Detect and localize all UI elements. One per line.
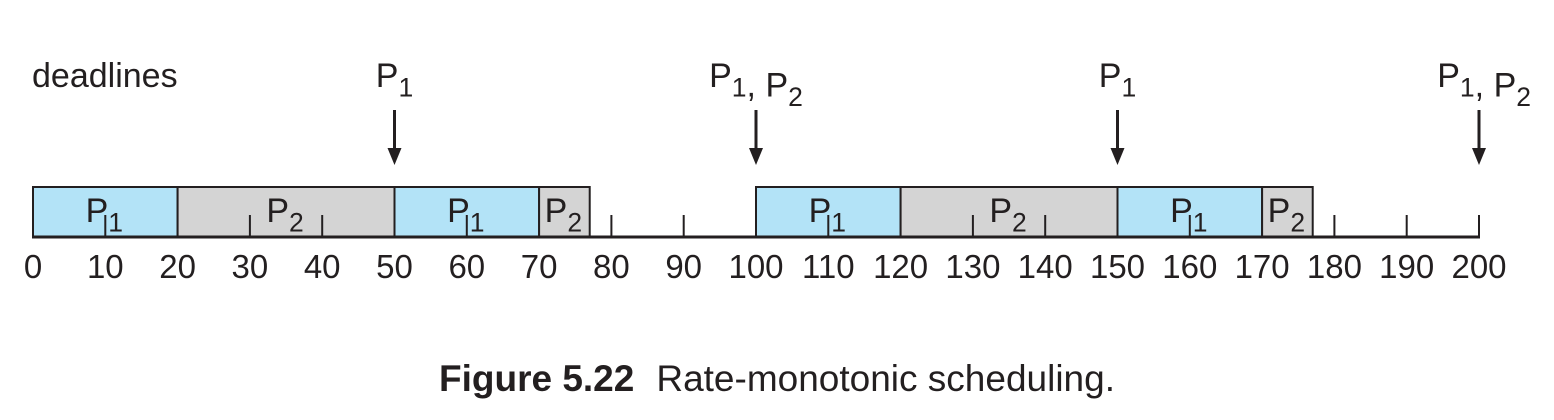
segment-label: P2 xyxy=(545,192,582,238)
segment-box xyxy=(899,186,1119,238)
deadline-arrow-head xyxy=(387,148,402,165)
deadline-label: P1, P2 xyxy=(1437,57,1531,112)
deadline-label-subscript: 1 xyxy=(1121,73,1136,103)
deadline-label-text: P xyxy=(709,57,732,95)
deadline-label-text: , P xyxy=(747,67,789,105)
axis-tick-label: 160 xyxy=(1162,248,1217,285)
axis-tick-labels: 0 10 20 30 40 50 60 70 80 90 100 110 120 130 140 150 160… xyxy=(24,248,1507,285)
deadline-label: P1 xyxy=(376,57,413,103)
deadline-label: P1, P2 xyxy=(709,57,803,112)
segment-label: P1 xyxy=(447,192,484,238)
segment-box xyxy=(1261,186,1314,238)
axis-tick-label: 150 xyxy=(1090,248,1145,285)
segment-label-subscript: 1 xyxy=(470,208,485,238)
deadlines-label: deadlines xyxy=(32,57,178,95)
deadline-marker: P1 xyxy=(376,57,413,165)
deadline-label-subscript: 2 xyxy=(1516,82,1531,112)
deadline-marker: P1 xyxy=(1099,57,1136,165)
deadline-label-subscript: 1 xyxy=(1460,73,1475,103)
segment-p2: P2 xyxy=(1261,186,1314,238)
axis-tick-label: 120 xyxy=(873,248,928,285)
segment-label-subscript: 1 xyxy=(831,208,846,238)
segment-label-subscript: 2 xyxy=(567,208,582,238)
segment-label: P2 xyxy=(989,192,1026,238)
segment-label-subscript: 1 xyxy=(1193,208,1208,238)
axis-tick-label: 100 xyxy=(728,248,783,285)
segment-label-subscript: 2 xyxy=(289,208,304,238)
segment-label-subscript: 2 xyxy=(1290,208,1305,238)
segment-label: P2 xyxy=(1268,192,1305,238)
deadline-arrow-head xyxy=(749,148,763,165)
deadline-label-text: P xyxy=(1099,57,1122,95)
axis-tick-label: 90 xyxy=(665,248,702,285)
deadline-marker: P1, P2 xyxy=(1437,57,1531,165)
segment-label-text: P xyxy=(809,192,832,230)
axis-tick-label: 0 xyxy=(24,248,42,285)
segment-label: P1 xyxy=(86,192,123,238)
axis-tick-label: 130 xyxy=(945,248,1000,285)
segment-p2: P2 xyxy=(176,186,396,238)
deadline-label-text: , P xyxy=(1475,67,1517,105)
deadline-marker: P1, P2 xyxy=(709,57,803,165)
axis-tick-label: 180 xyxy=(1307,248,1362,285)
deadline-arrow-head xyxy=(1472,148,1486,165)
axis-tick-label: 110 xyxy=(802,248,855,285)
figure-title: Rate-monotonic scheduling. xyxy=(656,358,1115,399)
segment-box xyxy=(538,186,591,238)
axis-tick-label: 10 xyxy=(87,248,124,285)
deadline-label-subscript: 2 xyxy=(788,82,803,112)
axis-tick-label: 200 xyxy=(1451,248,1506,285)
axis-tick-label: 80 xyxy=(593,248,630,285)
axis-tick-label: 140 xyxy=(1018,248,1073,285)
deadline-label-text: P xyxy=(1437,57,1460,95)
deadline-label-subscript: 1 xyxy=(732,73,747,103)
axis-tick-label: 50 xyxy=(376,248,413,285)
segment-label-subscript: 2 xyxy=(1012,208,1027,238)
axis-tick-label: 40 xyxy=(304,248,341,285)
axis-tick-label: 60 xyxy=(448,248,485,285)
axis-tick-label: 70 xyxy=(521,248,558,285)
segment-label-text: P xyxy=(1170,192,1193,230)
deadline-arrow-head xyxy=(1110,148,1125,165)
segment-label: P1 xyxy=(809,192,846,238)
segment-label: P1 xyxy=(1170,192,1207,238)
segment-p2: P2 xyxy=(899,186,1119,238)
axis-tick-label: 30 xyxy=(232,248,269,285)
figure-number: Figure 5.22 xyxy=(438,358,635,399)
deadline-label: P1 xyxy=(1099,57,1136,103)
figure-caption: Figure 5.22 Rate-monotonic scheduling. xyxy=(0,358,1554,400)
segment-p2: P2 xyxy=(538,186,591,238)
segment-label-text: P xyxy=(989,192,1012,230)
axis-tick-label: 190 xyxy=(1379,248,1434,285)
axis-tick-label: 20 xyxy=(159,248,196,285)
axis-tick-label: 170 xyxy=(1235,248,1290,285)
segment-label-text: P xyxy=(86,192,109,230)
segment-label-text: P xyxy=(545,192,568,230)
segment-label-text: P xyxy=(266,192,289,230)
segment-label: P2 xyxy=(266,192,303,238)
axis-minor-ticks xyxy=(104,215,1480,237)
segment-label-text: P xyxy=(447,192,470,230)
segment-p1: P1 xyxy=(393,186,541,238)
deadline-label-text: P xyxy=(376,57,399,95)
deadline-label-subscript: 1 xyxy=(398,73,413,103)
segment-label-subscript: 1 xyxy=(108,208,123,238)
segment-label-text: P xyxy=(1268,192,1291,230)
